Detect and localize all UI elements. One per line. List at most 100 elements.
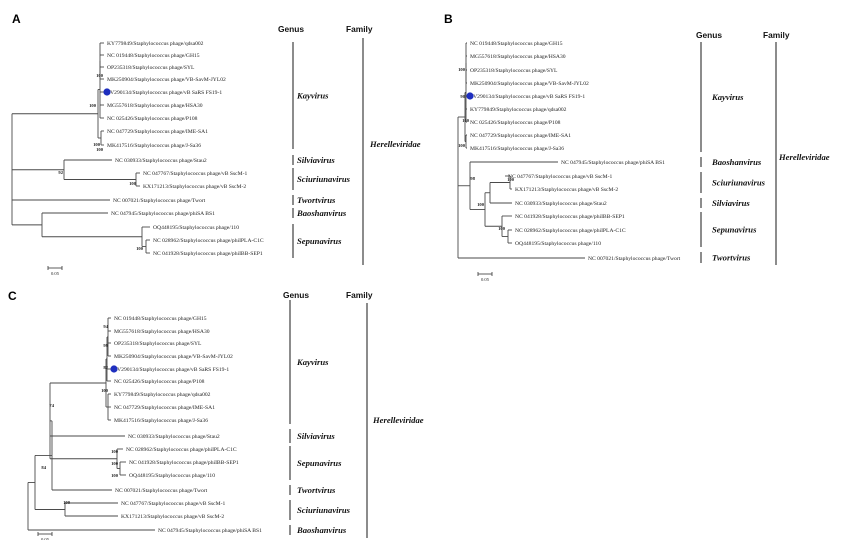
panel-label: B xyxy=(444,12,453,26)
leaf-label: KY779849/Staphylococcus phage/qdsa002 xyxy=(114,392,211,398)
leaf-label: KX171213/Staphylococcus phage/vB SscM-2 xyxy=(121,514,224,520)
family-header: Family xyxy=(346,290,373,300)
bootstrap-value: 100 xyxy=(129,181,137,186)
genus-label: Sepunavirus xyxy=(297,458,342,468)
leaf-label: NC 041928/Staphylococcus phage/phiIBB-SE… xyxy=(153,251,263,257)
leaf-label: NC 007021/Staphylococcus phage/Twort xyxy=(115,488,208,494)
genus-label: Sepunavirus xyxy=(297,236,342,246)
leaf-label: NC 047729/Staphylococcus phage/IME-SA1 xyxy=(107,129,208,135)
genus-label: Sepunavirus xyxy=(712,225,757,235)
genus-header: Genus xyxy=(283,290,309,300)
leaf-label: NC 047945/Staphylococcus phage/phiSA BS1 xyxy=(561,160,665,166)
leaf-label: OP235318/Staphylococcus phage/SYL xyxy=(107,65,195,71)
leaf-label: OQ448195/Staphylococcus phage/110 xyxy=(515,241,601,247)
leaf-label: PV290134/Staphylococcus phage/vB SaRS FS… xyxy=(470,94,585,100)
panel-c: CNC 019448/Staphylococcus phage/GH15MG55… xyxy=(8,289,424,540)
leaf-label: KY779849/Staphylococcus phage/qdsa002 xyxy=(107,41,204,47)
leaf-label: NC 007021/Staphylococcus phage/Twort xyxy=(113,198,206,204)
leaf-label: NC 047945/Staphylococcus phage/phiSA BS1 xyxy=(111,211,215,217)
genus-label: Silviavirus xyxy=(297,155,335,165)
bootstrap-value: 100 xyxy=(458,143,466,148)
leaf-label: PV290134/Staphylococcus phage/vB SaRS FS… xyxy=(114,367,229,373)
bootstrap-value: 100 xyxy=(498,226,506,231)
bootstrap-value: 100 xyxy=(111,461,119,466)
bootstrap-value: 94 xyxy=(103,324,108,329)
genus-label: Kayvirus xyxy=(296,357,329,367)
bootstrap-value: 99 xyxy=(103,343,108,348)
bootstrap-value: 100 xyxy=(96,147,104,152)
genus-label: Twortvirus xyxy=(297,195,336,205)
leaf-label: NC 047729/Staphylococcus phage/IME-SA1 xyxy=(470,133,571,139)
genus-label: Silviavirus xyxy=(297,431,335,441)
bootstrap-value: 82 xyxy=(103,365,108,370)
leaf-label: NC 025426/Staphylococcus phage/P108 xyxy=(107,116,198,122)
highlight-dot xyxy=(103,88,111,96)
genus-label: Sciuriunavirus xyxy=(712,178,766,188)
leaf-label: NC 019448/Staphylococcus phage/GH15 xyxy=(114,316,207,322)
leaf-label: NC 007021/Staphylococcus phage/Twort xyxy=(588,256,681,262)
bootstrap-value: 100 xyxy=(89,103,97,108)
leaf-label: MK417516/Staphylococcus phage/J-Sa36 xyxy=(114,418,208,424)
leaf-label: PV290134/Staphylococcus phage/vB SaRS FS… xyxy=(107,90,222,96)
family-label: Herelleviridae xyxy=(778,152,830,162)
leaf-label: OQ448195/Staphylococcus phage/110 xyxy=(153,225,239,231)
panel-b: B NC 019448/Staphylococcus phage/GH15MG55… xyxy=(444,12,830,282)
leaf-label: NC 041928/Staphylococcus phage/phiIBB-SE… xyxy=(515,214,625,220)
leaf-label: OP235318/Staphylococcus phage/SYL xyxy=(114,341,202,347)
leaf-label: OP235318/Staphylococcus phage/SYL xyxy=(470,68,558,74)
leaf-label: NC 028962/Staphylococcus phage/phiIPLA-C… xyxy=(515,228,626,234)
bootstrap-value: 100 xyxy=(507,177,515,182)
leaf-label: NC 028962/Staphylococcus phage/phiIPLA-C… xyxy=(153,238,264,244)
leaf-label: NC 019448/Staphylococcus phage/GH15 xyxy=(470,41,563,47)
bootstrap-value: 100 xyxy=(111,449,119,454)
bootstrap-value: 92 xyxy=(58,170,63,175)
genus-label: Twortvirus xyxy=(297,485,336,495)
leaf-label: NC 047767/Staphylococcus phage/vB SscM-1 xyxy=(121,501,225,507)
leaf-label: KX171213/Staphylococcus phage/vB SscM-2 xyxy=(143,184,246,190)
genus-label: Baoshanvirus xyxy=(296,208,347,218)
leaf-label: NC 025426/Staphylococcus phage/P108 xyxy=(114,379,205,385)
genus-label: Sciuriunavirus xyxy=(297,174,351,184)
panel-label: A xyxy=(12,12,21,26)
highlight-dot xyxy=(110,365,118,373)
leaf-label: NC 030933/Staphylococcus phage/Stau2 xyxy=(115,158,207,164)
bootstrap-value: 100 xyxy=(63,500,71,505)
bootstrap-value: 100 xyxy=(101,388,109,393)
leaf-label: KX171213/Staphylococcus phage/vB SscM-2 xyxy=(515,187,618,193)
scale-label: 0.05 xyxy=(481,277,490,282)
bootstrap-value: 84 xyxy=(41,465,46,470)
genus-header: Genus xyxy=(696,30,722,40)
leaf-label: NC 030933/Staphylococcus phage/Stau2 xyxy=(128,434,220,440)
highlight-dot xyxy=(466,92,474,100)
leaf-label: NC 041928/Staphylococcus phage/phiIBB-SE… xyxy=(129,460,239,466)
genus-label: Sciuriunavirus xyxy=(297,505,351,515)
bootstrap-value: 100 xyxy=(477,202,485,207)
bootstrap-value: 100 xyxy=(93,142,101,147)
genus-label: Kayvirus xyxy=(296,91,329,101)
leaf-label: NC 030933/Staphylococcus phage/Stau2 xyxy=(515,201,607,207)
family-header: Family xyxy=(346,24,373,34)
bootstrap-value: 90 xyxy=(460,94,465,99)
scale-label: 0.05 xyxy=(41,537,50,540)
genus-label: Baoshanvirus xyxy=(296,525,347,535)
leaf-label: MK250904/Staphylococcus phage/VB-SavM-JY… xyxy=(470,81,589,87)
leaf-label: NC 047729/Staphylococcus phage/IME-SA1 xyxy=(114,405,215,411)
leaf-label: MG557618/Staphylococcus phage/HSA30 xyxy=(470,54,566,60)
leaf-label: NC 047767/Staphylococcus phage/vB SscM-1 xyxy=(508,174,612,180)
leaf-label: NC 028962/Staphylococcus phage/phiIPLA-C… xyxy=(126,447,237,453)
family-label: Herelleviridae xyxy=(372,415,424,425)
leaf-label: NC 047945/Staphylococcus phage/phiSA BS1 xyxy=(158,528,262,534)
family-label: Herelleviridae xyxy=(369,139,421,149)
leaf-label: MK250904/Staphylococcus phage/VB-SavM-JY… xyxy=(107,77,226,83)
genus-header: Genus xyxy=(278,24,304,34)
leaf-label: MG557618/Staphylococcus phage/HSA30 xyxy=(107,103,203,109)
bootstrap-value: 100 xyxy=(458,67,466,72)
genus-label: Kayvirus xyxy=(711,92,744,102)
bootstrap-value: 74 xyxy=(49,403,54,408)
leaf-label: MK250904/Staphylococcus phage/VB-SavM-JY… xyxy=(114,354,233,360)
scale-label: 0.05 xyxy=(51,271,60,276)
bootstrap-value: 100 xyxy=(111,473,119,478)
bootstrap-value: 100 xyxy=(462,118,470,123)
leaf-label: NC 047767/Staphylococcus phage/vB SscM-1 xyxy=(143,171,247,177)
